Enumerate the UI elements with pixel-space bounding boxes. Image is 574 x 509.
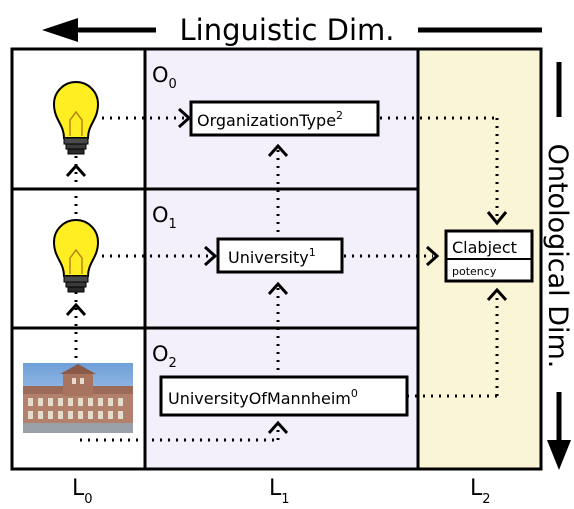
grid <box>10 47 543 471</box>
ontological-dimension-label: Ontological Dim. <box>542 144 573 369</box>
element-clabject: Clabject potency <box>444 229 534 283</box>
arrowhead-up-clabject <box>486 287 508 302</box>
column-label-l0: L0 <box>72 476 93 505</box>
axis-line-left <box>76 27 156 33</box>
left-arrow-head-icon <box>42 18 78 42</box>
column-label-l1: L1 <box>269 476 290 505</box>
building-photo <box>23 363 133 433</box>
outer-border <box>10 47 543 471</box>
universityofmannheim-label: UniversityOfMannheim0 <box>168 387 358 408</box>
element-organizationtype: OrganizationType2 <box>189 100 380 137</box>
arrowhead-up-bulb0 <box>65 163 87 178</box>
level-label-o2: O2 <box>152 342 177 371</box>
lightbulb-icon <box>52 219 100 293</box>
organizationtype-label: OrganizationType2 <box>197 109 343 130</box>
column-label-l2: L2 <box>470 476 491 505</box>
level-label-o1: O1 <box>152 203 177 232</box>
university-label: University1 <box>228 246 316 267</box>
arrowhead-right-clabject <box>425 245 440 267</box>
clabject-box <box>444 229 534 283</box>
arrowhead-up-bulb1 <box>65 302 87 317</box>
axis-line-top <box>556 62 562 117</box>
arrowheads <box>65 107 508 435</box>
level-label-o0: O0 <box>152 63 177 92</box>
element-universityofmannheim: UniversityOfMannheim0 <box>159 375 409 417</box>
linguistic-dimension-label: Linguistic Dim. <box>180 13 395 47</box>
arrowhead-right-orgtype <box>177 107 192 129</box>
axis-line-bottom <box>556 392 562 442</box>
down-arrow-head-icon <box>547 440 571 470</box>
axis-line-right <box>418 27 542 33</box>
linguistic-dimension-axis: Linguistic Dim. <box>42 13 542 47</box>
arrowhead-right-university <box>203 245 218 267</box>
lightbulb-icon <box>52 81 100 155</box>
arrowhead-down-clabject <box>486 211 508 226</box>
ontological-dimension-axis: Ontological Dim. <box>542 62 573 470</box>
university-box <box>216 237 344 274</box>
universityofmannheim-box <box>159 375 409 417</box>
element-university: University1 <box>216 237 344 274</box>
arrowhead-up-mannheim <box>267 420 289 435</box>
organizationtype-box <box>189 100 380 137</box>
arrowhead-up-university <box>267 281 289 296</box>
dotted-connectors <box>74 116 499 442</box>
arrowhead-up-orgtype <box>267 143 289 158</box>
clabject-title: Clabject <box>452 238 517 257</box>
clabject-attribute: potency <box>452 265 497 278</box>
